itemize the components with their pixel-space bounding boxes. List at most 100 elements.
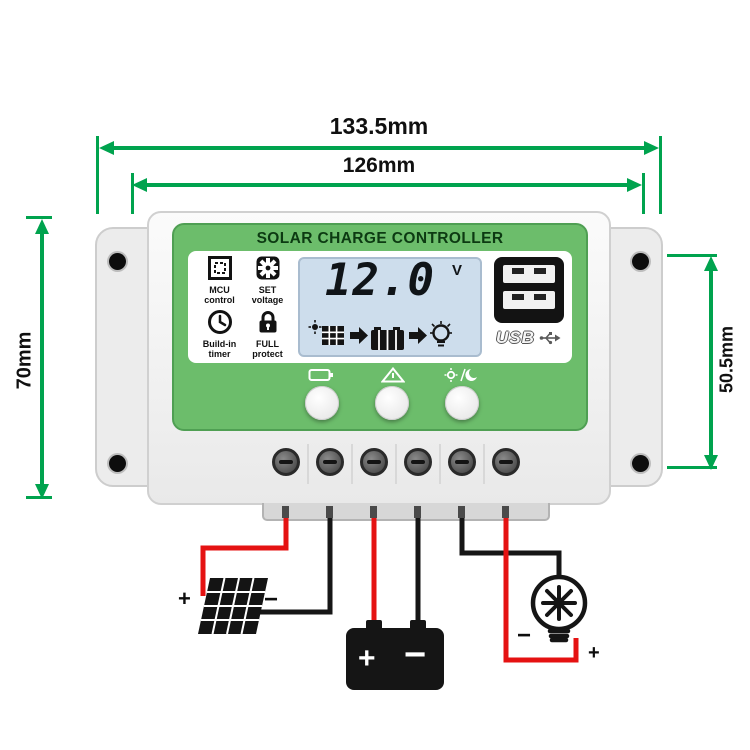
dimension-line-inner-width (132, 177, 642, 193)
terminal-divider (483, 444, 485, 484)
wire-slot (502, 506, 509, 518)
battery-symbol: + − (346, 620, 444, 690)
usb-label: USB (496, 328, 535, 347)
mounting-screw (109, 455, 126, 472)
battery-negative-label: − (404, 634, 427, 676)
feature-label: control (204, 294, 235, 305)
dimension-bar (112, 146, 646, 150)
lcd-voltage-value: 12.0 (325, 255, 435, 306)
button-solar (375, 386, 409, 420)
dimension-line-panel-height (703, 256, 719, 470)
extension-line (642, 173, 645, 214)
arrow-right-icon (644, 141, 659, 155)
usb-port (503, 291, 555, 309)
solar-panel-icon (322, 326, 344, 345)
mounting-screw (632, 455, 649, 472)
screw-slot (499, 460, 513, 464)
feature-full-protect: FULL protect (244, 309, 291, 361)
usb-trident-icon (539, 332, 561, 345)
lcd-voltage-unit: V (452, 262, 463, 279)
usb-pin (534, 294, 546, 300)
gear-icon (256, 256, 279, 280)
dimension-label-overall-width: 133.5mm (329, 113, 429, 139)
arrow-left-icon (99, 141, 114, 155)
bulb-icon (432, 324, 450, 342)
extension-line (26, 496, 52, 499)
terminal-screw-load-positive (492, 448, 520, 476)
terminal-screw-solar-negative (316, 448, 344, 476)
mounting-screw (109, 253, 126, 270)
dimension-line-overall-height (34, 219, 50, 499)
battery-terminal-negative (410, 620, 426, 629)
mcu-icon (207, 256, 232, 280)
load-light-icon (444, 368, 477, 382)
terminal-divider (307, 444, 309, 484)
terminal-divider (439, 444, 441, 484)
dimension-bar (709, 269, 713, 457)
extension-line (96, 136, 99, 214)
feature-label: Build-in (202, 339, 237, 349)
dimension-line-overall-width (99, 140, 659, 156)
usb-module (494, 257, 564, 323)
terminal-screw-battery-negative (404, 448, 432, 476)
mounting-screw (632, 253, 649, 270)
charge-flow-icons (308, 320, 452, 350)
solar-positive-label: + (178, 586, 191, 611)
arrow-down-icon (35, 484, 49, 499)
button-battery (305, 386, 339, 420)
load-negative-label: − (517, 622, 532, 649)
arrow-left-icon (132, 178, 147, 192)
product-title: SOLAR CHARGE CONTROLLER (256, 230, 504, 247)
feature-label: SET (258, 285, 277, 295)
terminal-divider (395, 444, 397, 484)
clock-icon (207, 310, 232, 334)
feature-label: FULL (256, 339, 279, 349)
lock-icon (259, 311, 276, 333)
solar-panel-symbol (198, 577, 268, 635)
solar-array-icon (381, 367, 405, 383)
terminal-block (262, 503, 550, 521)
arrow-right-icon (409, 332, 418, 339)
terminal-divider (351, 444, 353, 484)
solar-negative-label: − (264, 586, 279, 613)
arrow-up-icon (35, 219, 49, 234)
extension-line (26, 216, 52, 219)
wire-slot (326, 506, 333, 518)
dimension-label-panel-height: 50.5mm (716, 325, 737, 394)
usb-pin (534, 268, 546, 274)
screw-slot (279, 460, 293, 464)
extension-line (667, 466, 717, 469)
feature-label: voltage (251, 294, 284, 305)
wire-slot (414, 506, 421, 518)
light-bulb-symbol (530, 574, 588, 643)
dimension-bar (40, 232, 44, 486)
arrow-up-icon (704, 256, 718, 271)
usb-port (503, 265, 555, 283)
feature-mcu-control: MCU control (196, 255, 243, 307)
dimension-label-inner-width: 126mm (342, 154, 416, 177)
feature-set-voltage: SET voltage (244, 255, 291, 307)
battery-terminal-positive (366, 620, 382, 629)
screw-slot (411, 460, 425, 464)
usb-logo: USB (496, 328, 561, 348)
screw-slot (367, 460, 381, 464)
extension-line (667, 254, 717, 257)
terminal-screw-solar-positive (272, 448, 300, 476)
usb-pin (512, 294, 524, 300)
button-load (445, 386, 479, 420)
terminal-screw-battery-positive (360, 448, 388, 476)
feature-label: timer (208, 348, 231, 359)
load-positive-label: + (588, 642, 600, 664)
feature-label: protect (252, 348, 283, 359)
feature-label: MCU (209, 285, 230, 295)
dimension-bar (145, 183, 629, 187)
screw-slot (455, 460, 469, 464)
wire-slot (370, 506, 377, 518)
extension-line (131, 173, 134, 214)
terminal-screw-load-negative (448, 448, 476, 476)
screw-slot (323, 460, 337, 464)
arrow-right-icon (350, 332, 359, 339)
sun-icon (312, 324, 318, 330)
extension-line (659, 136, 662, 214)
